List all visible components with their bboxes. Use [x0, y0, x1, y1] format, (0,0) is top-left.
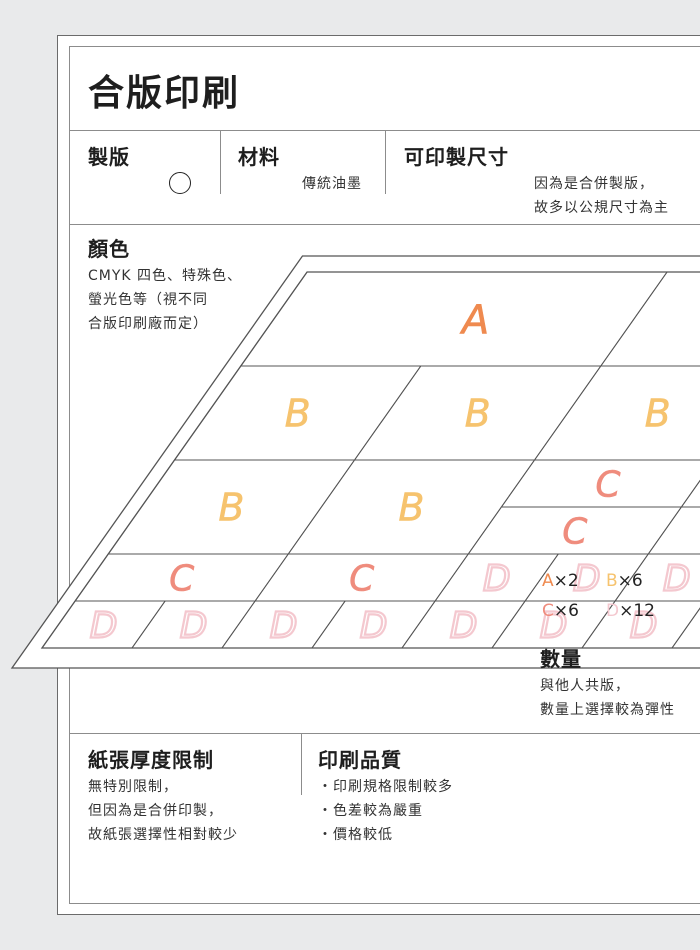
sheet-letter-b: B	[465, 392, 491, 436]
size-text: 因為是合併製版， 故多以公規尺寸為主	[534, 176, 669, 216]
legend-item-d: D×12	[606, 601, 655, 621]
sheet-letter-c: C	[349, 558, 375, 599]
sheet-cell	[647, 506, 700, 555]
legend-count-c: ×6	[553, 601, 579, 621]
quantity-text: 與他人共版， 數量上選擇較為彈性	[540, 678, 675, 718]
legend-letter-d: D	[606, 601, 620, 621]
sheet-letter-d: D	[630, 605, 658, 646]
quality-item: ・色差較為嚴重	[318, 803, 423, 819]
paper-label: 紙張厚度限制	[88, 748, 214, 772]
sheet-cell	[671, 607, 700, 649]
quality-item: ・價格較低	[318, 827, 393, 843]
material-label: 材料	[238, 145, 280, 169]
color-label: 顏色	[88, 237, 130, 261]
sheet-letter-b: B	[218, 486, 244, 530]
divider-paper-quality	[301, 733, 302, 795]
sheet-letter-d: D	[360, 605, 388, 646]
sheet-cell	[599, 271, 700, 367]
quantity-label: 數量	[540, 647, 582, 671]
plate-label: 製版	[88, 145, 130, 169]
legend-count-b: ×6	[617, 571, 643, 591]
divider-title	[69, 130, 700, 131]
sheet-letter-b: B	[645, 392, 671, 436]
legend-letter-c: C	[542, 601, 554, 621]
legend-count-a: ×2	[553, 571, 579, 591]
sheet-letter-d: D	[573, 558, 601, 599]
sheet-letter-a: A	[459, 297, 489, 343]
paper-text: 無特別限制， 但因為是合併印製， 故紙張選擇性相對較少	[88, 779, 238, 843]
quality-item: ・印刷規格限制較多	[318, 779, 453, 795]
sheet-cell	[614, 553, 700, 602]
sheet-letter-d: D	[90, 605, 118, 646]
sheet-letter-d: D	[180, 605, 208, 646]
sheet-letter-d: D	[540, 605, 568, 646]
legend-count-d: ×12	[619, 601, 655, 621]
divider-specs	[69, 224, 700, 225]
info-panel	[69, 46, 700, 904]
divider-material-size	[385, 130, 386, 194]
sheet-letter-c: C	[169, 558, 195, 599]
sheet-letter-b: B	[285, 392, 311, 436]
legend-letter-b: B	[606, 571, 618, 591]
sheet-cell	[680, 479, 700, 508]
sheet-letter-d: D	[450, 605, 478, 646]
sheet-cell	[533, 365, 700, 461]
material-value: 傳統油墨	[302, 176, 362, 192]
sheet-letter-d: D	[483, 558, 511, 599]
legend-item-a: A×2	[542, 571, 579, 591]
divider-plate-material	[220, 130, 221, 194]
sheet-letter-c: C	[595, 464, 621, 505]
quality-label: 印刷品質	[318, 748, 402, 772]
sheet-letter-b: B	[398, 486, 424, 530]
sheet-letter-d: D	[270, 605, 298, 646]
sheet-letter-c: C	[562, 511, 588, 552]
legend-item-c: C×6	[542, 601, 579, 621]
circle-mark-icon	[169, 172, 191, 194]
color-text: CMYK 四色、特殊色、 螢光色等（視不同 合版印刷廠而定）	[88, 268, 243, 332]
divider-bottom	[69, 733, 700, 734]
size-label: 可印製尺寸	[404, 145, 509, 169]
page-title: 合版印刷	[88, 73, 241, 114]
legend-item-b: B×6	[606, 571, 643, 591]
sheet-letter-d: D	[663, 558, 691, 599]
legend-letter-a: A	[542, 571, 554, 591]
